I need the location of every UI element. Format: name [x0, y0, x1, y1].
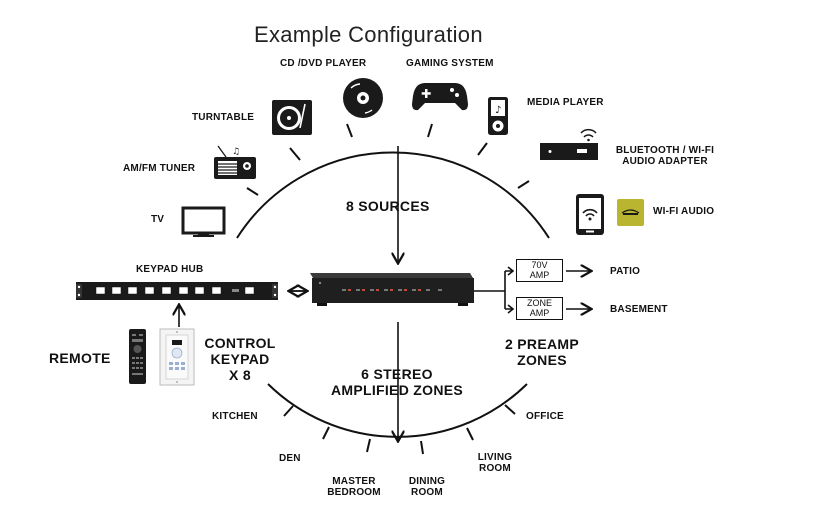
label-control-keypad-line2: KEYPAD: [210, 351, 270, 367]
gamepad-icon: [412, 83, 468, 111]
sources-arc: [236, 151, 550, 239]
label-living-line2: ROOM: [479, 463, 511, 474]
label-6-stereo-line2: AMPLIFIED ZONES: [330, 382, 464, 398]
label-living-line1: LIVING: [477, 452, 513, 463]
amp-70v-line1: 70V: [531, 260, 548, 270]
preamp-bracket: [472, 270, 513, 310]
label-bluetooth-line2: AUDIO ADAPTER: [622, 156, 708, 167]
amp-70v-line2: AMP: [529, 270, 550, 280]
label-2-preamp-line1: 2 PREAMP: [505, 336, 579, 352]
label-turntable: TURNTABLE: [192, 112, 255, 123]
label-control-keypad: CONTROL KEYPAD X 8: [196, 335, 284, 383]
label-office: OFFICE: [526, 411, 564, 422]
label-bluetooth-adapter: BLUETOOTH / WI-FI AUDIO ADAPTER: [606, 145, 724, 167]
label-den: DEN: [279, 453, 301, 464]
label-basement: BASEMENT: [610, 304, 668, 315]
amp-70v-box: 70V AMP: [516, 259, 563, 282]
remote-icon: [129, 329, 146, 384]
label-6-stereo-zones: 6 STEREO AMPLIFIED ZONES: [318, 366, 476, 398]
tablet-wifi-icon: [576, 194, 604, 235]
wifi-audio-logo-mark: [621, 209, 640, 215]
label-living-room: LIVING ROOM: [469, 452, 521, 474]
bluetooth-adapter-icon: [540, 128, 598, 160]
amplifier-icon: [310, 273, 474, 306]
label-kitchen: KITCHEN: [212, 411, 258, 422]
zone-amp-line1: ZONE: [526, 298, 552, 308]
media-player-icon: ♪: [488, 97, 508, 135]
label-2-preamp-zones: 2 PREAMP ZONES: [494, 336, 590, 368]
label-remote: REMOTE: [49, 350, 111, 366]
wifi-audio-logo: [617, 199, 644, 226]
label-gaming-system: GAMING SYSTEM: [406, 58, 494, 69]
label-bluetooth-line1: BLUETOOTH / WI-FI: [615, 145, 715, 156]
svg-text:♫: ♫: [232, 147, 240, 157]
keypad-hub-icon: [76, 282, 278, 300]
disc-icon: [343, 78, 383, 118]
tv-icon: [181, 206, 226, 237]
label-2-preamp-line2: ZONES: [517, 352, 567, 368]
label-cd-dvd-player: CD /DVD PLAYER: [280, 58, 367, 69]
svg-text:♪: ♪: [495, 105, 501, 116]
sources-arc-ticks: [246, 123, 530, 196]
label-keypad-hub: KEYPAD HUB: [136, 264, 204, 275]
label-media-player: MEDIA PLAYER: [527, 97, 604, 108]
label-wifi-audio: WI-FI AUDIO: [653, 206, 715, 217]
turntable-icon: [272, 100, 312, 135]
label-am-fm-tuner: AM/FM TUNER: [123, 163, 196, 174]
wall-keypad-icon: [159, 328, 195, 386]
zone-amp-line2: AMP: [529, 308, 550, 318]
label-master-bedroom: MASTER BEDROOM: [322, 476, 386, 498]
label-master-line1: MASTER: [332, 476, 376, 487]
label-control-keypad-line1: CONTROL: [204, 335, 276, 351]
radio-icon: ♫: [214, 145, 256, 179]
label-control-keypad-line3: X 8: [229, 367, 251, 383]
zone-amp-box: ZONE AMP: [516, 297, 563, 320]
label-dining-line1: DINING: [408, 476, 446, 487]
label-8-sources: 8 SOURCES: [346, 198, 430, 214]
zones-arc-ticks: [283, 404, 516, 455]
label-tv: TV: [151, 214, 165, 225]
label-dining-room: DINING ROOM: [400, 476, 454, 498]
label-dining-line2: ROOM: [411, 487, 443, 498]
page-title: Example Configuration: [254, 22, 483, 47]
label-patio: PATIO: [610, 266, 641, 277]
label-master-line2: BEDROOM: [327, 487, 381, 498]
label-6-stereo-line1: 6 STEREO: [361, 366, 433, 382]
